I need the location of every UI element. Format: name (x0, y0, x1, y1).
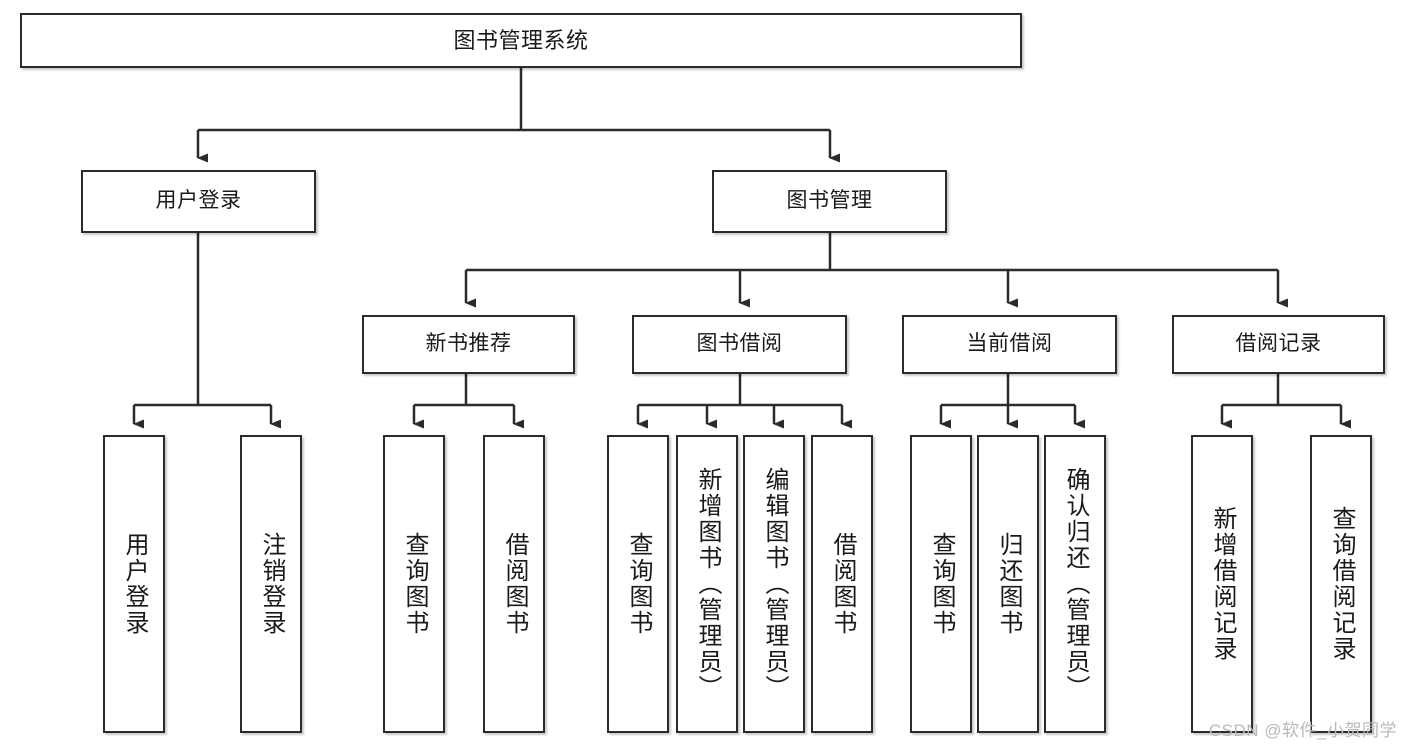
node-user-login[interactable]: 用户登录 (81, 170, 316, 233)
node-label: 查询图书 (400, 532, 428, 636)
node-borrow-record[interactable]: 借阅记录 (1172, 315, 1385, 374)
leaf-current-return-book[interactable]: 归还图书 (977, 435, 1039, 733)
leaf-logout[interactable]: 注销登录 (240, 435, 302, 733)
leaf-current-query-book[interactable]: 查询图书 (910, 435, 972, 733)
node-label: 图书管理 (786, 189, 873, 213)
node-label: 归还图书 (994, 532, 1022, 636)
leaf-borrow-borrow-book[interactable]: 借阅图书 (811, 435, 873, 733)
leaf-borrow-query-book[interactable]: 查询图书 (607, 435, 669, 733)
leaf-record-add-borrow-record[interactable]: 新增借阅记录 (1191, 435, 1253, 733)
csdn-watermark: CSDN @软件_小贺同学 (1208, 721, 1397, 740)
node-label: 当前借阅 (966, 332, 1053, 356)
node-label: 查询图书 (624, 532, 652, 636)
leaf-borrow-add-book-admin[interactable]: 新增图书（管理员） (676, 435, 738, 733)
node-label: 用户登录 (155, 189, 242, 213)
node-current-borrow[interactable]: 当前借阅 (902, 315, 1117, 374)
node-label: 用户登录 (120, 532, 148, 636)
node-label: 图书管理系统 (453, 27, 589, 53)
node-root-system[interactable]: 图书管理系统 (20, 13, 1022, 68)
node-label: 图书借阅 (696, 332, 783, 356)
node-label: 确认归还（管理员） (1061, 467, 1089, 701)
node-label: 查询图书 (927, 532, 955, 636)
node-label: 编辑图书（管理员） (760, 467, 788, 701)
leaf-user-login[interactable]: 用户登录 (103, 435, 165, 733)
node-label: 借阅图书 (500, 532, 528, 636)
leaf-new-book-query-book[interactable]: 查询图书 (383, 435, 445, 733)
node-book-borrow[interactable]: 图书借阅 (632, 315, 847, 374)
node-label: 借阅图书 (828, 532, 856, 636)
leaf-borrow-edit-book-admin[interactable]: 编辑图书（管理员） (743, 435, 805, 733)
node-book-management[interactable]: 图书管理 (712, 170, 947, 233)
node-label: 新增借阅记录 (1208, 506, 1236, 662)
node-new-book-recommend[interactable]: 新书推荐 (362, 315, 575, 374)
node-label: 查询借阅记录 (1327, 506, 1355, 662)
leaf-record-query-borrow-record[interactable]: 查询借阅记录 (1310, 435, 1372, 733)
node-label: 新书推荐 (425, 332, 512, 356)
node-label: 注销登录 (257, 532, 285, 636)
node-label: 借阅记录 (1235, 332, 1322, 356)
leaf-new-book-borrow-book[interactable]: 借阅图书 (483, 435, 545, 733)
leaf-current-confirm-return-admin[interactable]: 确认归还（管理员） (1044, 435, 1106, 733)
node-label: 新增图书（管理员） (693, 467, 721, 701)
